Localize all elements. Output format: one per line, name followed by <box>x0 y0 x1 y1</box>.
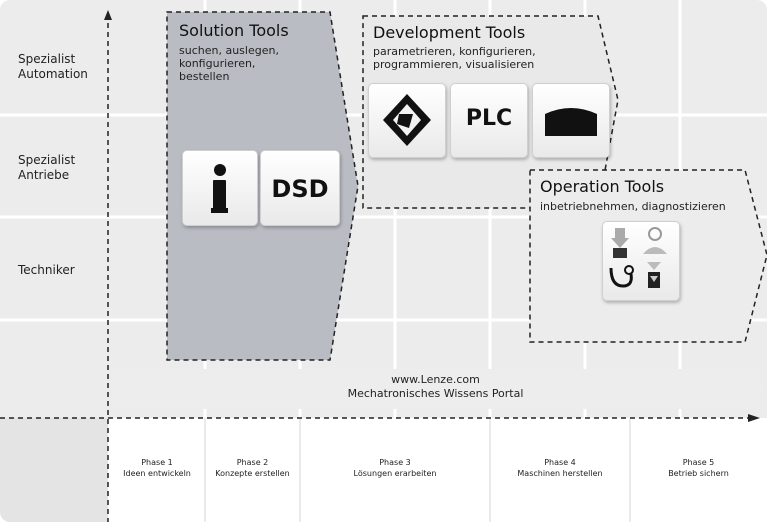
development-tile-engineer[interactable] <box>368 83 446 158</box>
solution-tools-title: Solution Tools <box>179 21 289 40</box>
phase-4: Phase 4 Maschinen herstellen <box>490 457 630 479</box>
operation-tools-title: Operation Tools <box>540 177 665 196</box>
row-label-automation: Spezialist Automation <box>18 52 88 81</box>
operation-tools-subtitle: inbetriebnehmen, diagnostizieren <box>540 200 726 213</box>
device-update-icon <box>647 262 661 288</box>
phase-5: Phase 5 Betrieb sichern <box>630 457 767 479</box>
phase-5-desc: Betrieb sichern <box>668 469 729 478</box>
solution-tile-info[interactable] <box>182 150 258 226</box>
phase-3-name: Phase 3 <box>379 458 411 467</box>
phase-3-desc: Lösungen erarbeiten <box>353 469 437 478</box>
plc-icon: PLC <box>465 106 513 131</box>
dsd-logo-icon: DSD <box>271 175 329 203</box>
operation-tools-tile[interactable] <box>602 221 680 301</box>
phase-2-name: Phase 2 <box>236 458 269 467</box>
phase-1: Phase 1 Ideen entwickeln <box>107 457 207 479</box>
stethoscope-icon <box>609 265 634 288</box>
phase-1-name: Phase 1 <box>141 458 173 467</box>
solution-tile-dsd[interactable]: DSD <box>260 150 340 226</box>
phase-2-desc: Konzepte erstellen <box>215 469 290 478</box>
service-diagnosis-icon <box>643 227 667 254</box>
development-tools-subtitle: parametrieren, konfigurieren, programmie… <box>373 45 536 71</box>
phase-2: Phase 2 Konzepte erstellen <box>205 457 300 479</box>
phase-5-name: Phase 5 <box>682 458 715 467</box>
phase-3: Phase 3 Lösungen erarbeiten <box>300 457 490 479</box>
info-icon <box>211 164 228 213</box>
phase-1-desc: Ideen entwickeln <box>123 469 191 478</box>
operation-icons-group <box>609 227 667 288</box>
engineer-logo-icon <box>383 94 431 146</box>
phase-4-name: Phase 4 <box>544 458 576 467</box>
row-label-techniker: Techniker <box>18 263 75 277</box>
phase-4-desc: Maschinen herstellen <box>517 469 603 478</box>
solution-tools-subtitle: suchen, auslegen, konfigurieren, bestell… <box>179 44 279 83</box>
portal-name: Mechatronisches Wissens Portal <box>347 387 524 400</box>
visualization-icon <box>545 108 597 136</box>
portal-banner[interactable]: www.Lenze.com Mechatronisches Wissens Po… <box>112 369 759 409</box>
row-label-antriebe: Spezialist Antriebe <box>18 153 76 182</box>
portal-url[interactable]: www.Lenze.com <box>391 373 480 386</box>
development-tile-plc[interactable]: PLC <box>450 83 528 158</box>
development-tools-title: Development Tools <box>373 23 526 42</box>
download-icon <box>611 228 629 258</box>
development-tile-visualization[interactable] <box>532 83 610 158</box>
